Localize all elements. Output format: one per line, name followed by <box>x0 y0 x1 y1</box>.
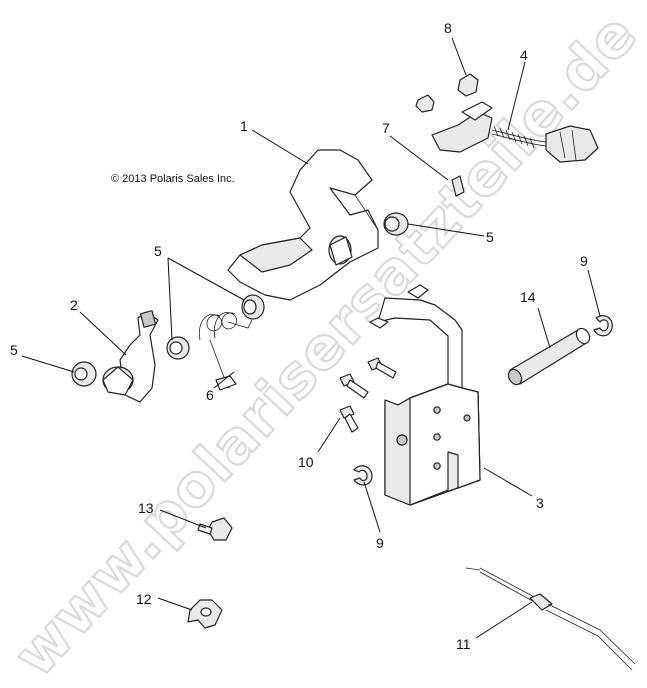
callout-6: 6 <box>206 387 214 403</box>
bolt-middle <box>339 373 369 399</box>
bushing-far-left <box>71 361 97 387</box>
part-4-switch-harness <box>431 101 599 163</box>
callout-5a: 5 <box>486 229 494 245</box>
callout-5b: 5 <box>154 243 162 259</box>
part-8-nuts <box>415 73 479 113</box>
bushing-mid <box>241 294 265 320</box>
part-11-cable <box>465 567 636 671</box>
bolt-upper <box>367 357 397 379</box>
callout-4: 4 <box>520 47 528 63</box>
callout-9b: 9 <box>376 535 384 551</box>
callout-14: 14 <box>520 289 536 305</box>
callout-2: 2 <box>70 297 78 313</box>
bushing-upper-right <box>383 212 409 236</box>
part-14-shaft <box>507 327 591 386</box>
part-9-clips <box>353 315 613 486</box>
part-5-bushings <box>71 212 409 387</box>
callout-7: 7 <box>382 120 390 136</box>
part-7-pin <box>451 175 465 197</box>
copyright-notice: © 2013 Polaris Sales Inc. <box>111 173 235 185</box>
bushing-left-mid <box>166 336 190 360</box>
callout-10: 10 <box>298 454 314 470</box>
part-10-bolts <box>339 357 397 433</box>
bolt-lower <box>339 405 359 433</box>
callout-13: 13 <box>138 500 154 516</box>
part-13-fastener <box>197 517 233 541</box>
leader-lines <box>21 37 601 639</box>
callout-1: 1 <box>240 118 248 134</box>
callout-5c: 5 <box>10 342 18 358</box>
callout-12: 12 <box>136 591 152 607</box>
callout-9a: 9 <box>580 253 588 269</box>
part-1-pedal-cover <box>227 149 379 301</box>
callout-3: 3 <box>536 495 544 511</box>
part-12-clamp <box>187 599 223 629</box>
callout-labels: 1 2 3 4 5 5 5 6 7 8 9 9 10 11 12 13 14 <box>10 20 588 652</box>
callout-8: 8 <box>444 20 452 36</box>
part-2-pivot-bracket <box>102 310 159 403</box>
part-3-main-bracket <box>369 284 481 506</box>
callout-11: 11 <box>456 636 471 652</box>
